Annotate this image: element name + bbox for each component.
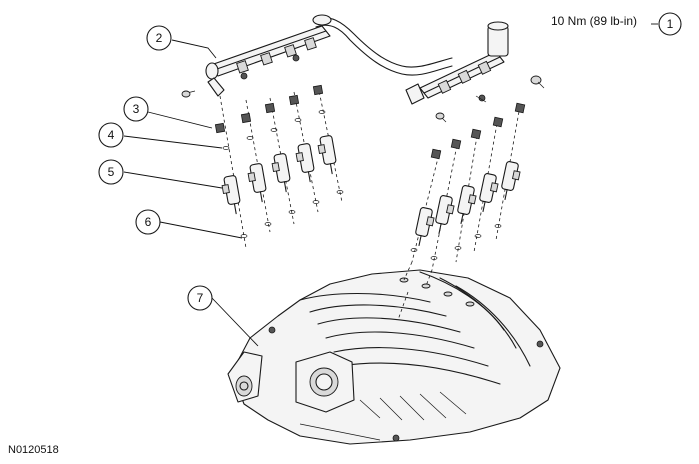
leader-lines — [123, 23, 658, 347]
callout-7: 7 — [187, 285, 213, 311]
rail-bolts — [181, 75, 545, 123]
callout-number: 1 — [667, 17, 674, 31]
callout-5: 5 — [98, 159, 124, 185]
figure-id-label: N0120518 — [8, 444, 59, 456]
callout-number: 3 — [133, 102, 140, 116]
callout-3: 3 — [123, 96, 149, 122]
callout-6: 6 — [135, 209, 161, 235]
callout-number: 7 — [197, 291, 204, 305]
callout-number: 6 — [145, 215, 152, 229]
torque-spec-label: 10 Nm (89 lb-in) — [551, 14, 638, 28]
callout-2: 2 — [146, 25, 172, 51]
callout-1: 1 — [658, 12, 682, 36]
right-injectors — [410, 102, 526, 271]
callout-4: 4 — [98, 122, 124, 148]
right-fuel-rail — [405, 21, 509, 105]
intake-manifold-drawing — [227, 261, 561, 445]
callout-number: 2 — [156, 31, 163, 45]
left-fuel-rail — [205, 14, 453, 97]
callout-number: 5 — [108, 165, 115, 179]
callout-number: 4 — [108, 128, 115, 142]
left-injectors — [214, 84, 344, 249]
